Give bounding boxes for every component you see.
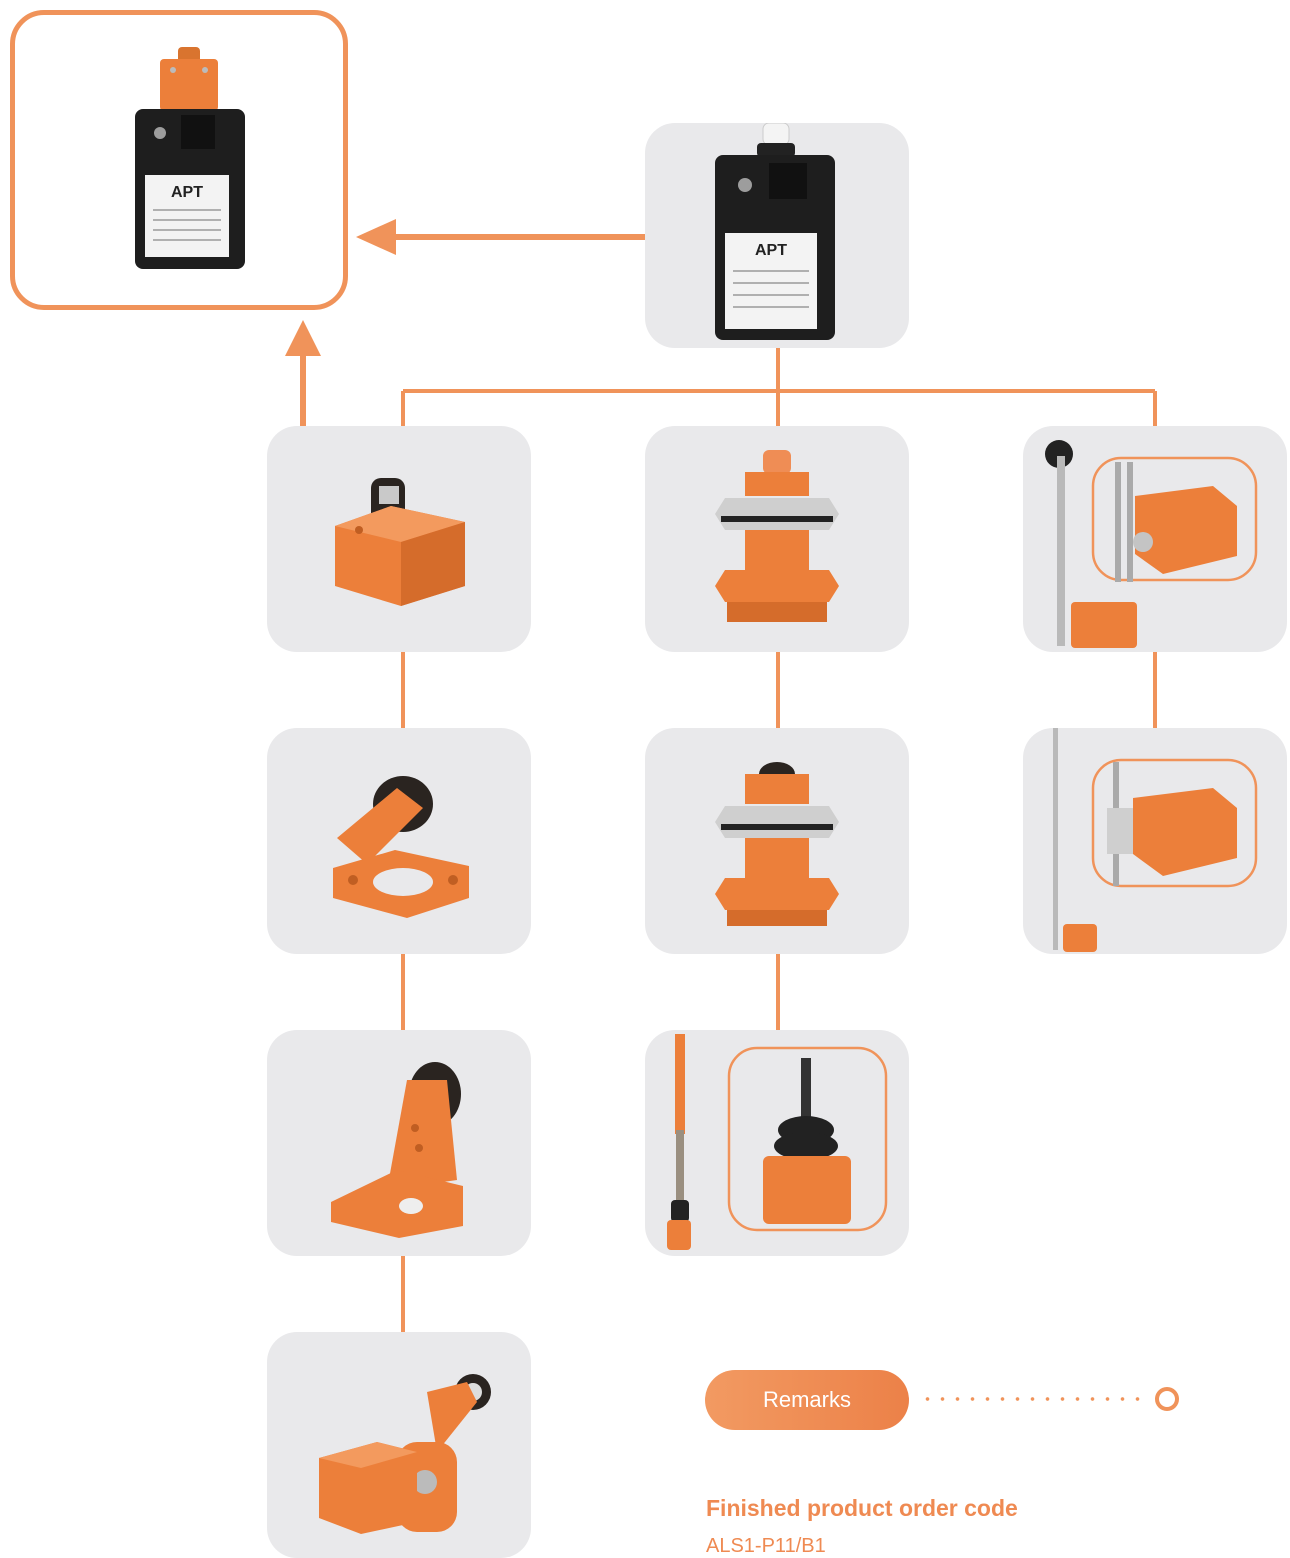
actuator-threaded-roller-plunger-card[interactable] — [645, 728, 909, 954]
actuator-threaded-plunger-card[interactable] — [645, 426, 909, 652]
roller-plunger-head-image — [267, 426, 531, 652]
arrow-up-icon — [285, 320, 321, 428]
actuator-angled-roller-card[interactable] — [267, 728, 531, 954]
switch-body-image: APT — [645, 123, 909, 348]
actuator-lever-roller-card[interactable] — [267, 1030, 531, 1256]
lever-roller-head-image — [267, 1030, 531, 1256]
actuator-rotary-roller-card[interactable] — [267, 1332, 531, 1558]
threaded-roller-plunger-image — [645, 728, 909, 954]
actuator-spring-rod-card[interactable] — [645, 1030, 909, 1256]
adjustable-lever-image — [1023, 426, 1287, 652]
base-switch-card[interactable]: APT — [645, 123, 909, 348]
actuator-adjustable-lever-card[interactable] — [1023, 426, 1287, 652]
brand-label-2: APT — [755, 242, 787, 259]
brand-label: APT — [171, 184, 203, 201]
angled-roller-head-image — [267, 728, 531, 954]
rod-lever-image — [1023, 728, 1287, 954]
spring-rod-image — [645, 1030, 909, 1256]
dotted-leader-line — [920, 1397, 1150, 1401]
actuator-roller-plunger-card[interactable] — [267, 426, 531, 652]
remarks-label: Remarks — [705, 1370, 909, 1430]
rotary-roller-head-image — [267, 1332, 531, 1558]
circle-ring-icon — [1155, 1387, 1179, 1411]
actuator-rod-lever-card[interactable] — [1023, 728, 1287, 954]
threaded-plunger-image — [645, 426, 909, 652]
switch-assembled-image: APT — [15, 15, 343, 305]
finished-product-card: APT — [10, 10, 348, 310]
arrow-left-icon — [356, 219, 645, 255]
order-code-heading: Finished product order code — [706, 1495, 1018, 1522]
